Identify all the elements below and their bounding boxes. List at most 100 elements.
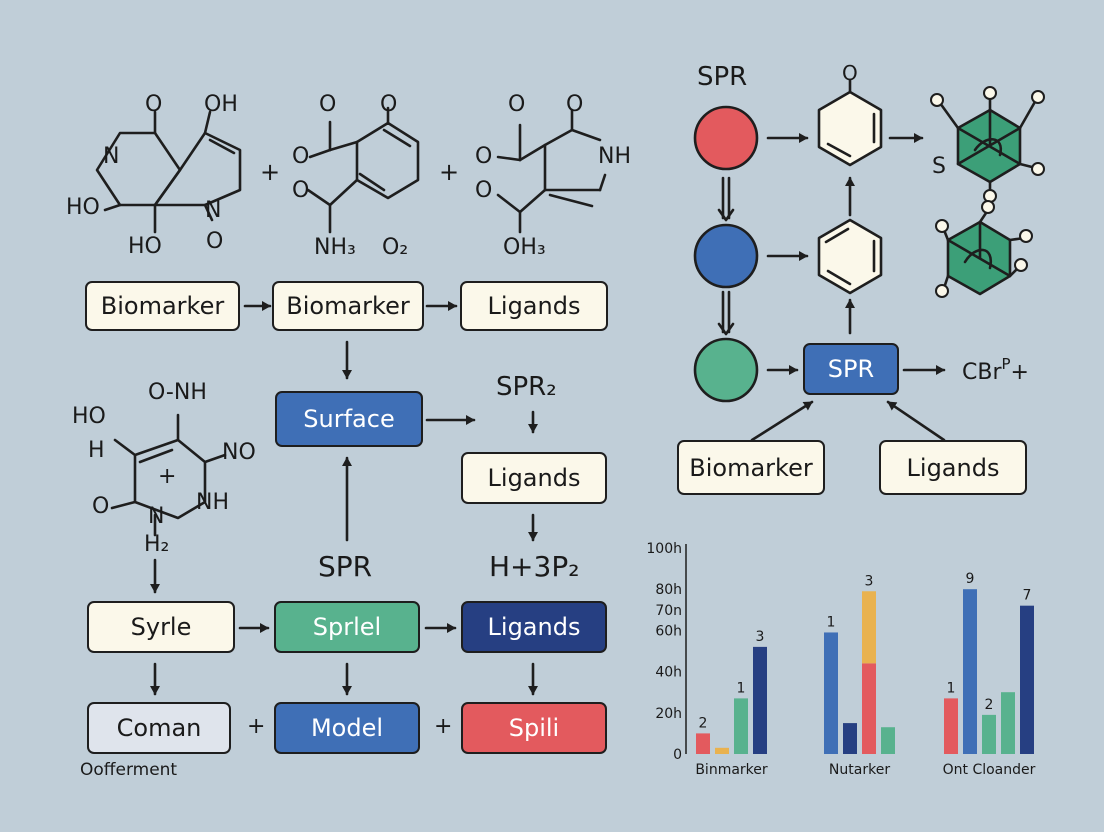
atom-label: O [319,92,337,117]
bar-segment [862,663,876,754]
sulfur-label: S [932,154,946,179]
atom-label: NH₃ [314,235,356,260]
bar [944,698,958,754]
flow-node-biomarker-1[interactable]: Biomarker [85,281,240,331]
bar-segment [862,591,876,664]
plus-sign: + [247,714,266,739]
caption-oofferment: Oofferment [80,760,178,780]
flow-node-coman[interactable]: Coman [87,702,231,754]
data-label: 1 [947,680,956,696]
data-label: 3 [865,573,874,589]
circle-blue [693,223,759,289]
atom-label: O [380,92,398,117]
flow-node-syrle[interactable]: Syrle [87,601,235,653]
atom-label: O-NH [148,380,207,405]
left-flow-arrows [150,301,538,696]
h3p2-label: H+3P₂ [489,550,580,583]
atom-label: NH [196,490,229,515]
atom-label: H₂ [144,532,170,557]
bar [963,589,977,754]
atom-label: HO [128,234,162,259]
output-plus: + [1010,360,1029,385]
atom-label: O [206,229,224,254]
circle-red [693,105,759,171]
molecule-cube-2 [942,208,1026,296]
atom-label: OH [204,92,238,117]
atom-label: O [292,144,310,169]
plus-sign: + [434,714,453,739]
atom-label: N [148,504,165,529]
atom-label: O [145,92,163,117]
y-tick-label: 100h [646,541,682,557]
atom-label: NH [598,144,631,169]
bar [734,698,748,754]
atom-label: O [292,178,310,203]
output-text: CBr [962,360,1002,385]
bar [696,733,710,754]
flow-node-spili[interactable]: Spili [461,702,607,754]
atom-label: O [566,92,584,117]
flow-node-ligands-2[interactable]: Ligands [461,452,607,504]
atom-label: N [103,144,120,169]
y-tick-label: 80h [655,582,682,598]
atom-label: O₂ [382,235,409,260]
flow-node-spr[interactable]: SPR [803,343,899,395]
atom-label: HO [66,195,100,220]
bar [843,723,857,754]
flow-node-surface[interactable]: Surface [275,391,423,447]
x-category-label: Nutarker [829,762,890,778]
data-label: 2 [985,697,994,713]
structure-3-bonds [496,108,607,234]
structure-1-bonds [95,110,242,234]
x-category-label: Ont Cloander [943,762,1036,778]
structure-2-bonds [306,106,420,234]
spr-label: SPR [318,550,373,583]
circle-green [693,337,759,403]
ring-oxygen-label: O [842,61,858,85]
flow-node-ligands-1[interactable]: Ligands [460,281,608,331]
bar [982,714,996,754]
flow-node-model[interactable]: Model [274,702,420,754]
atom-label: O [508,92,526,117]
atom-label: O [92,494,110,519]
data-label: 2 [699,715,708,731]
atom-label: O [475,178,493,203]
bar [715,747,729,754]
right-rings [817,78,883,295]
y-tick-label: 60h [655,623,682,639]
flow-node-ligands-3[interactable]: Ligands [461,601,607,653]
data-label: 3 [756,629,765,645]
atom-label: + [158,464,177,489]
data-label: 1 [827,614,836,630]
spr2-label: SPR₂ [496,372,557,402]
y-tick-label: 0 [673,747,682,763]
molecule-cube-1 [938,94,1038,194]
structure-4-bonds [110,413,227,537]
flow-node-biomarker-right[interactable]: Biomarker [677,440,825,495]
atom-label: OH₃ [503,235,546,260]
y-tick-label: 40h [655,665,682,681]
bar [1001,692,1015,754]
bar [1020,605,1034,754]
atom-label: N [205,198,222,223]
flow-node-ligands-right[interactable]: Ligands [879,440,1027,495]
output-cbr: CBrP+ [962,357,1029,384]
bar [881,727,895,754]
atom-label: NO [222,440,256,465]
output-sup: P [1001,355,1011,373]
y-tick-label: 70n [655,603,682,619]
spr-title: SPR [697,62,748,92]
plus-sign: + [439,158,460,186]
bar [824,632,838,754]
flow-node-biomarker-2[interactable]: Biomarker [272,281,424,331]
flow-node-sprlel[interactable]: Sprlel [274,601,420,653]
atom-label: O [475,144,493,169]
x-category-label: Binmarker [695,762,768,778]
y-tick-label: 20h [655,706,682,722]
right-flow-arrows [717,133,946,442]
atom-label: HO [72,404,106,429]
plus-sign: + [260,158,281,186]
